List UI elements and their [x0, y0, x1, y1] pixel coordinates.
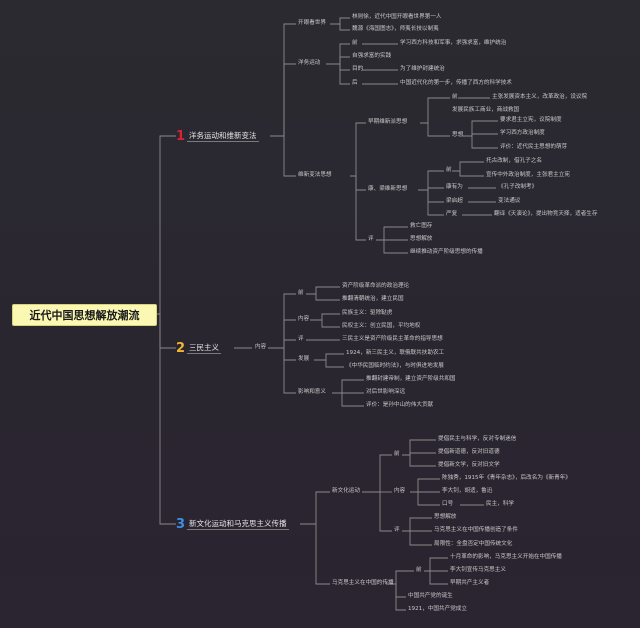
node: 发展 [298, 356, 310, 362]
node: 宣传中外政治制度，主张君主立宪 [486, 172, 570, 178]
node: 马克思主义在中国的传播 [332, 580, 394, 586]
node: 评价：是孙中山的伟大贡献 [366, 402, 434, 408]
node: 开眼看世界 [298, 20, 326, 26]
node: 林则徐，近代中国开眼看世界第一人 [352, 14, 442, 20]
node: 内容 [298, 316, 310, 322]
node: 评 [368, 236, 374, 242]
branch-3-label: 新文化运动和马克思主义传播 [187, 519, 289, 530]
branch-2-label: 三民主义 [187, 343, 222, 354]
node: 评 [394, 527, 400, 533]
node: 《中华民国临时约法》，与时俱进地发展 [346, 363, 444, 369]
node: 1921，中国共产党成立 [408, 606, 467, 612]
node: 提倡新文学，反对旧文学 [438, 462, 500, 468]
node: 陈独秀，1915年《青年杂志》，后改名为《新青年》 [442, 475, 571, 481]
node: 早期共产主义者 [450, 580, 490, 586]
node: 提倡新道德，反对旧道德 [438, 449, 500, 455]
node: 民权主义：创立民国，平均地权 [342, 323, 421, 329]
node: 梁启超 [446, 198, 463, 204]
node: 推翻封建帝制，建立资产阶级共和国 [366, 376, 456, 382]
node: 目的 [352, 66, 364, 72]
node: 前 [446, 167, 452, 173]
branch-3: 3 新文化运动和马克思主义传播 [176, 516, 289, 532]
node: 洋务运动 [298, 60, 321, 66]
node: 学习西方政治制度 [500, 130, 545, 136]
node: 思想 [452, 132, 464, 138]
node: 维新变法思想 [298, 172, 332, 178]
node: 康、梁维新思想 [368, 186, 408, 192]
node: 思想解放 [434, 514, 457, 520]
node: 《孔子改制考》 [498, 184, 538, 190]
node: 新文化运动 [332, 488, 360, 494]
node: 中国近代化的第一步，传播了西方的科学技术 [400, 80, 512, 86]
node: 继续推动资产阶级思想的传播 [410, 249, 483, 255]
node: 后 [352, 80, 358, 86]
node: 李大钊宣传马克思主义 [450, 567, 506, 573]
node: 思想解放 [410, 236, 433, 242]
node: 发展民族工商业，商战救国 [452, 107, 520, 113]
node: 救亡图存 [410, 223, 433, 229]
node: 评价：近代民主思想的萌芽 [500, 144, 568, 150]
node: 中国共产党的诞生 [408, 593, 453, 599]
node: 前 [394, 451, 400, 457]
node: 早期维新派思想 [368, 119, 408, 125]
node: 前 [352, 40, 358, 46]
node: 学习西方科技和军事，求强求富，维护统治 [400, 40, 507, 46]
node: 内容 [394, 488, 406, 494]
node: 翻译《天演论》，提出物竞天择，适者生存 [494, 211, 598, 217]
node: 推翻清朝统治，建立民国 [342, 296, 404, 302]
node: 马克思主义在中国传播创造了条件 [434, 527, 518, 533]
node: 口号 [442, 501, 454, 507]
branch-1-number: 1 [176, 128, 186, 144]
branch-2-number: 2 [176, 340, 186, 356]
node: 影响和意义 [298, 389, 326, 395]
node: 李大钊，胡适，鲁迅 [442, 488, 493, 494]
node: 康有为 [446, 184, 463, 190]
node: 为了维护封建统治 [400, 66, 445, 72]
node: 民族主义：驱除鞑虏 [342, 310, 393, 316]
node: 三民主义是资产阶级民主革命的指导思想 [342, 336, 443, 342]
root-node: 近代中国思想解放潮流 [12, 304, 157, 326]
node: 资产阶级革命派的政治理论 [342, 283, 410, 289]
node: 魏源《海国图志》，师夷长技以制夷 [352, 26, 439, 32]
node: 前 [452, 94, 458, 100]
node: 对后世影响深远 [366, 389, 406, 395]
node: 评 [298, 336, 304, 342]
node: 变法通议 [498, 198, 521, 204]
node: 严复 [446, 211, 458, 217]
node: 前 [298, 290, 304, 296]
node: 自强求富的实践 [352, 53, 392, 59]
node: 1924，新三民主义，联俄联共扶助农工 [346, 350, 445, 356]
node: 提倡民主与科学，反对专制迷信 [438, 436, 517, 442]
branch-1: 1 洋务运动和维新变法 [176, 128, 259, 144]
node: 前 [416, 567, 422, 573]
node: 托古改制，借孔子之名 [486, 158, 542, 164]
node: 要求君主立宪，议院制度 [500, 117, 562, 123]
branch-3-number: 3 [176, 516, 186, 532]
branch-1-label: 洋务运动和维新变法 [187, 131, 259, 142]
branch-2: 2 三民主义 [176, 340, 222, 356]
node: 十月革命的影响，马克思主义开始在中国传播 [450, 554, 562, 560]
node: 局限性：全盘否定中国传统文化 [434, 541, 513, 547]
node: 主张发展资本主义，改革政治，设议院 [492, 94, 588, 100]
node: 内容 [255, 344, 267, 350]
node: 民主，科学 [486, 501, 514, 507]
